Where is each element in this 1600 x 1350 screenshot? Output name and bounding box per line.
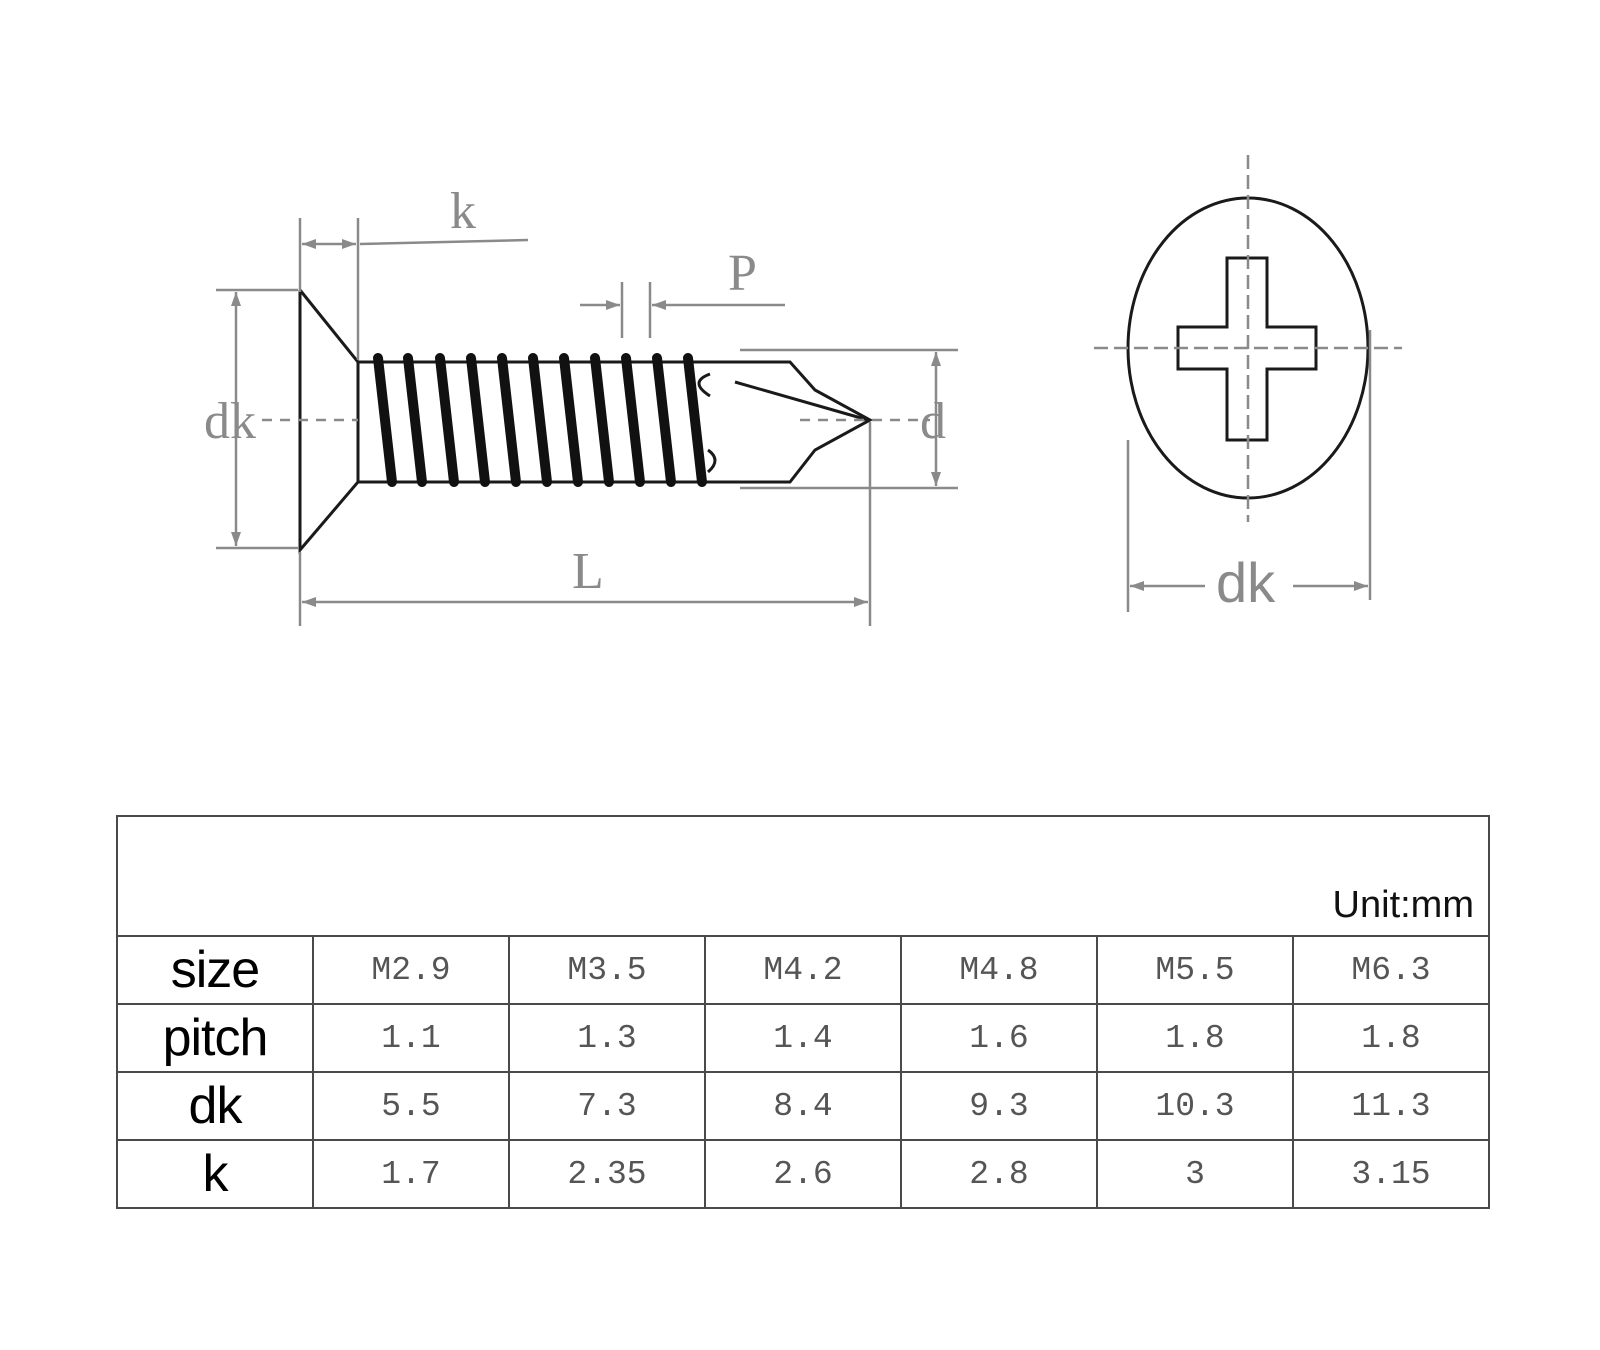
table-cell: 1.6 xyxy=(900,1003,1098,1073)
table-cell: 2.35 xyxy=(508,1139,706,1209)
table-row-pitch: pitch 1.1 1.3 1.4 1.6 1.8 1.8 xyxy=(116,1003,1490,1073)
table-cell: 2.6 xyxy=(704,1139,902,1209)
table-cell: 3.15 xyxy=(1292,1139,1490,1209)
side-dimensions xyxy=(216,218,958,626)
dim-label-dk-side: dk xyxy=(204,393,256,450)
dim-label-p: P xyxy=(728,245,757,302)
table-cell: 8.4 xyxy=(704,1071,902,1141)
table-cell: M6.3 xyxy=(1292,935,1490,1005)
table-cell: 1.8 xyxy=(1292,1003,1490,1073)
unit-row: Unit:mm xyxy=(116,815,1490,937)
table-cell: 11.3 xyxy=(1292,1071,1490,1141)
table-row-dk: dk 5.5 7.3 8.4 9.3 10.3 11.3 xyxy=(116,1071,1490,1141)
screw-head xyxy=(298,289,360,555)
row-header: pitch xyxy=(116,1003,314,1073)
table-cell: 1.4 xyxy=(704,1003,902,1073)
head-top-view: dk xyxy=(1094,155,1402,614)
dim-label-d: d xyxy=(920,393,946,450)
table-cell: 1.3 xyxy=(508,1003,706,1073)
table-cell: M3.5 xyxy=(508,935,706,1005)
table-cell: 10.3 xyxy=(1096,1071,1294,1141)
side-arrows xyxy=(231,239,941,607)
row-header: size xyxy=(116,935,314,1005)
drill-point xyxy=(720,360,874,484)
dim-label-k: k xyxy=(450,183,476,240)
row-header: dk xyxy=(116,1071,314,1141)
table-cell: 2.8 xyxy=(900,1139,1098,1209)
threads xyxy=(373,353,707,487)
dim-label-dk-top: dk xyxy=(1216,551,1276,614)
drill-notch xyxy=(697,372,711,398)
table-cell: 1.7 xyxy=(312,1139,510,1209)
table-cell: 1.8 xyxy=(1096,1003,1294,1073)
table-cell: M2.9 xyxy=(312,935,510,1005)
table-cell: 5.5 xyxy=(312,1071,510,1141)
center-lines xyxy=(1094,155,1402,522)
table-cell: M5.5 xyxy=(1096,935,1294,1005)
spec-table: Unit:mm size M2.9 M3.5 M4.2 M4.8 M5.5 M6… xyxy=(116,815,1490,1209)
phillips-cross-icon xyxy=(1176,256,1318,442)
drill-flute xyxy=(734,380,869,422)
table-cell: 7.3 xyxy=(508,1071,706,1141)
table-cell: M4.2 xyxy=(704,935,902,1005)
dim-label-l: L xyxy=(572,543,604,600)
table-cell: 3 xyxy=(1096,1139,1294,1209)
table-cell: M4.8 xyxy=(900,935,1098,1005)
row-header: k xyxy=(116,1139,314,1209)
table-cell: 9.3 xyxy=(900,1071,1098,1141)
screw-diagram: k P dk d L dk xyxy=(204,155,1402,626)
side-view xyxy=(298,289,874,555)
table-row-size: size M2.9 M3.5 M4.2 M4.8 M5.5 M6.3 xyxy=(116,935,1490,1005)
drill-notch-lower xyxy=(706,448,717,474)
table-row-k: k 1.7 2.35 2.6 2.8 3 3.15 xyxy=(116,1139,1490,1209)
unit-label: Unit:mm xyxy=(116,815,1490,937)
table-cell: 1.1 xyxy=(312,1003,510,1073)
